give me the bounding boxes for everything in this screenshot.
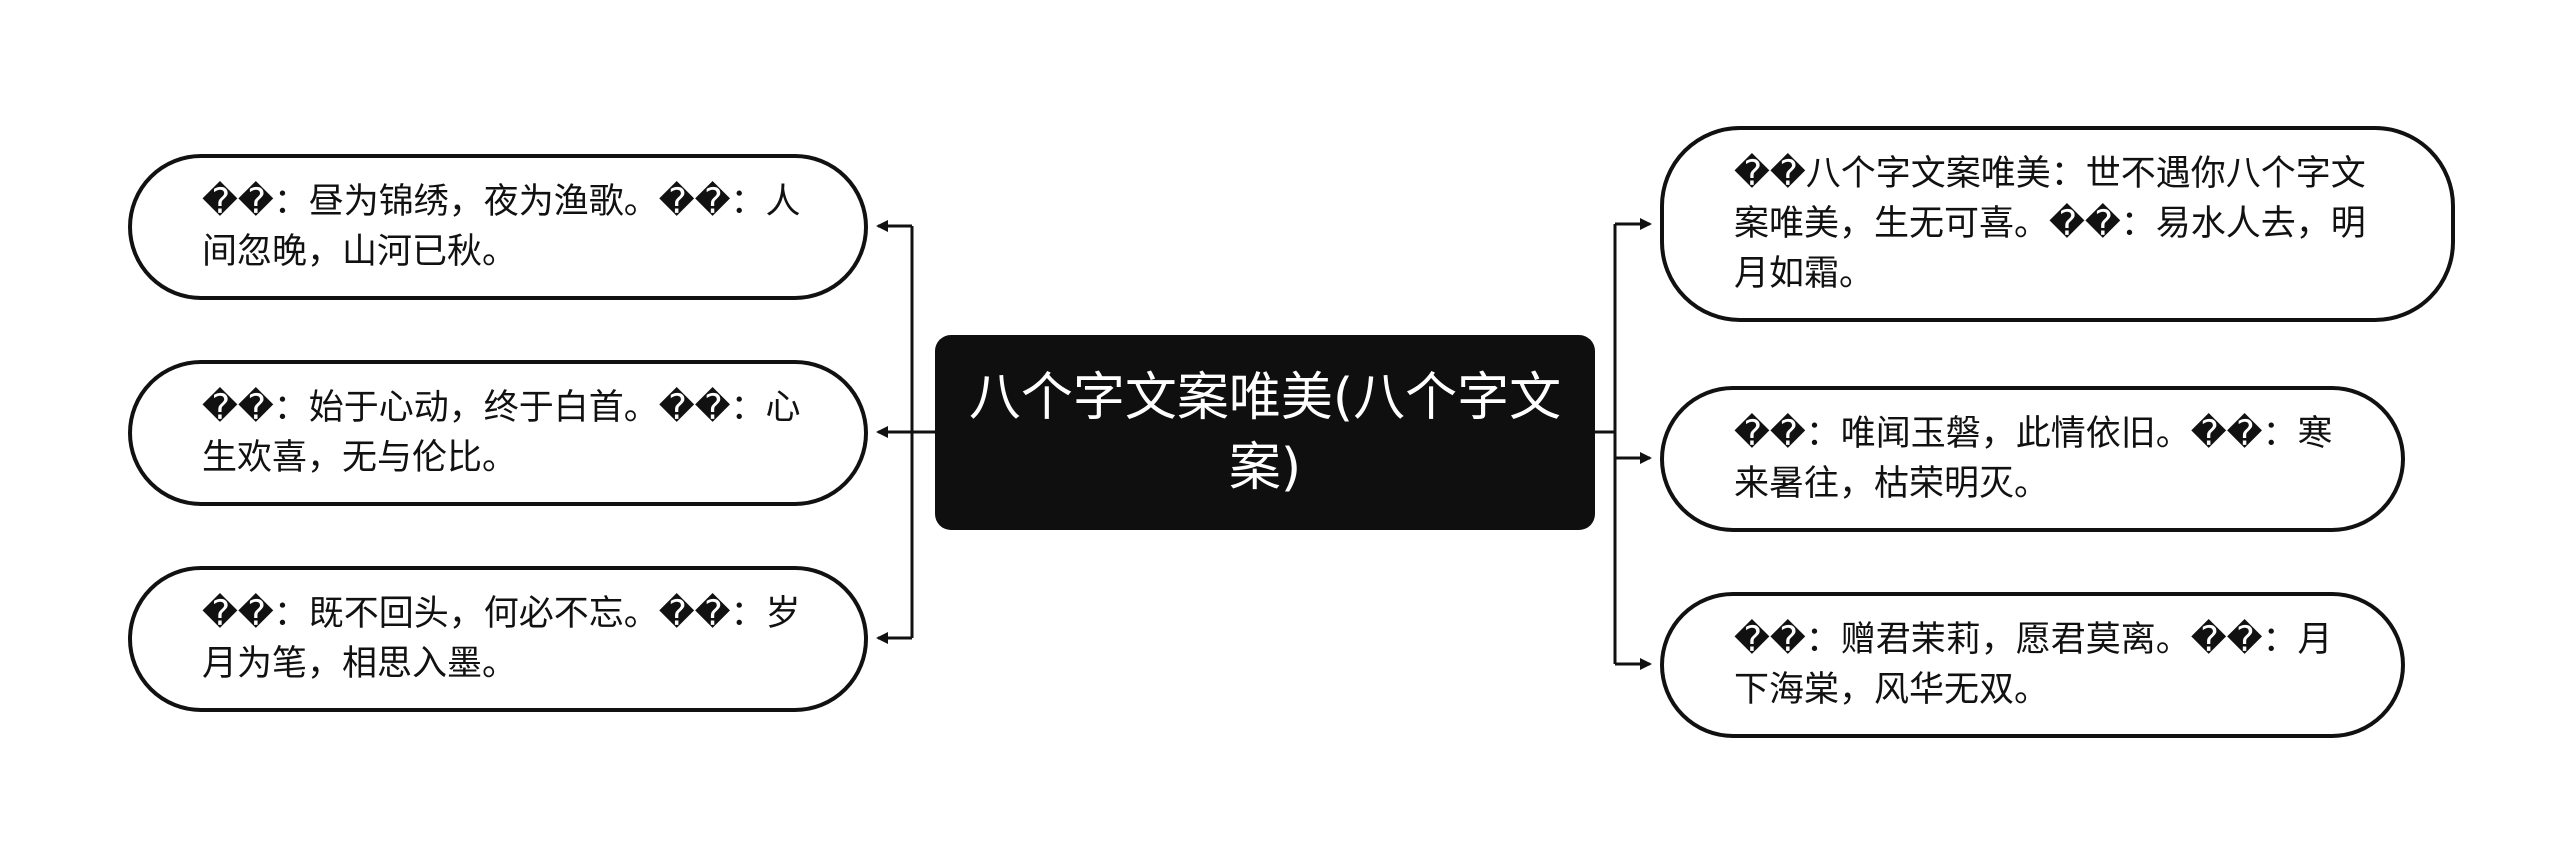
- topic-node-left-3[interactable]: ��：既不回头，何必不忘。��：岁月为笔，相思入墨。: [128, 566, 868, 712]
- topic-node-left-2[interactable]: ��：始于心动，终于白首。��：心生欢喜，无与伦比。: [128, 360, 868, 506]
- topic-node-text: ��八个字文案唯美：世不遇你八个字文案唯美，生无可喜。��：易水人去，明月如霜。: [1734, 154, 2366, 294]
- topic-node-text: ��：既不回头，何必不忘。��：岁月为笔，相思入墨。: [202, 594, 801, 684]
- central-topic-text: 八个字文案唯美(八个字文案): [968, 367, 1562, 498]
- central-topic-node[interactable]: 八个字文案唯美(八个字文案): [935, 335, 1595, 530]
- topic-node-right-3[interactable]: ��：赠君茉莉，愿君莫离。��：月下海棠，风华无双。: [1660, 592, 2405, 738]
- topic-node-right-2[interactable]: ��：唯闻玉磐，此情依旧。��：寒来暑往，枯荣明灭。: [1660, 386, 2405, 532]
- topic-node-text: ��：唯闻玉磐，此情依旧。��：寒来暑往，枯荣明灭。: [1734, 414, 2333, 504]
- topic-node-text: ��：始于心动，终于白首。��：心生欢喜，无与伦比。: [202, 388, 801, 478]
- topic-node-right-1[interactable]: ��八个字文案唯美：世不遇你八个字文案唯美，生无可喜。��：易水人去，明月如霜。: [1660, 126, 2455, 322]
- topic-node-left-1[interactable]: ��：昼为锦绣，夜为渔歌。��：人间忽晚，山河已秋。: [128, 154, 868, 300]
- topic-node-text: ��：昼为锦绣，夜为渔歌。��：人间忽晚，山河已秋。: [202, 182, 801, 272]
- topic-node-text: ��：赠君茉莉，愿君莫离。��：月下海棠，风华无双。: [1734, 620, 2333, 710]
